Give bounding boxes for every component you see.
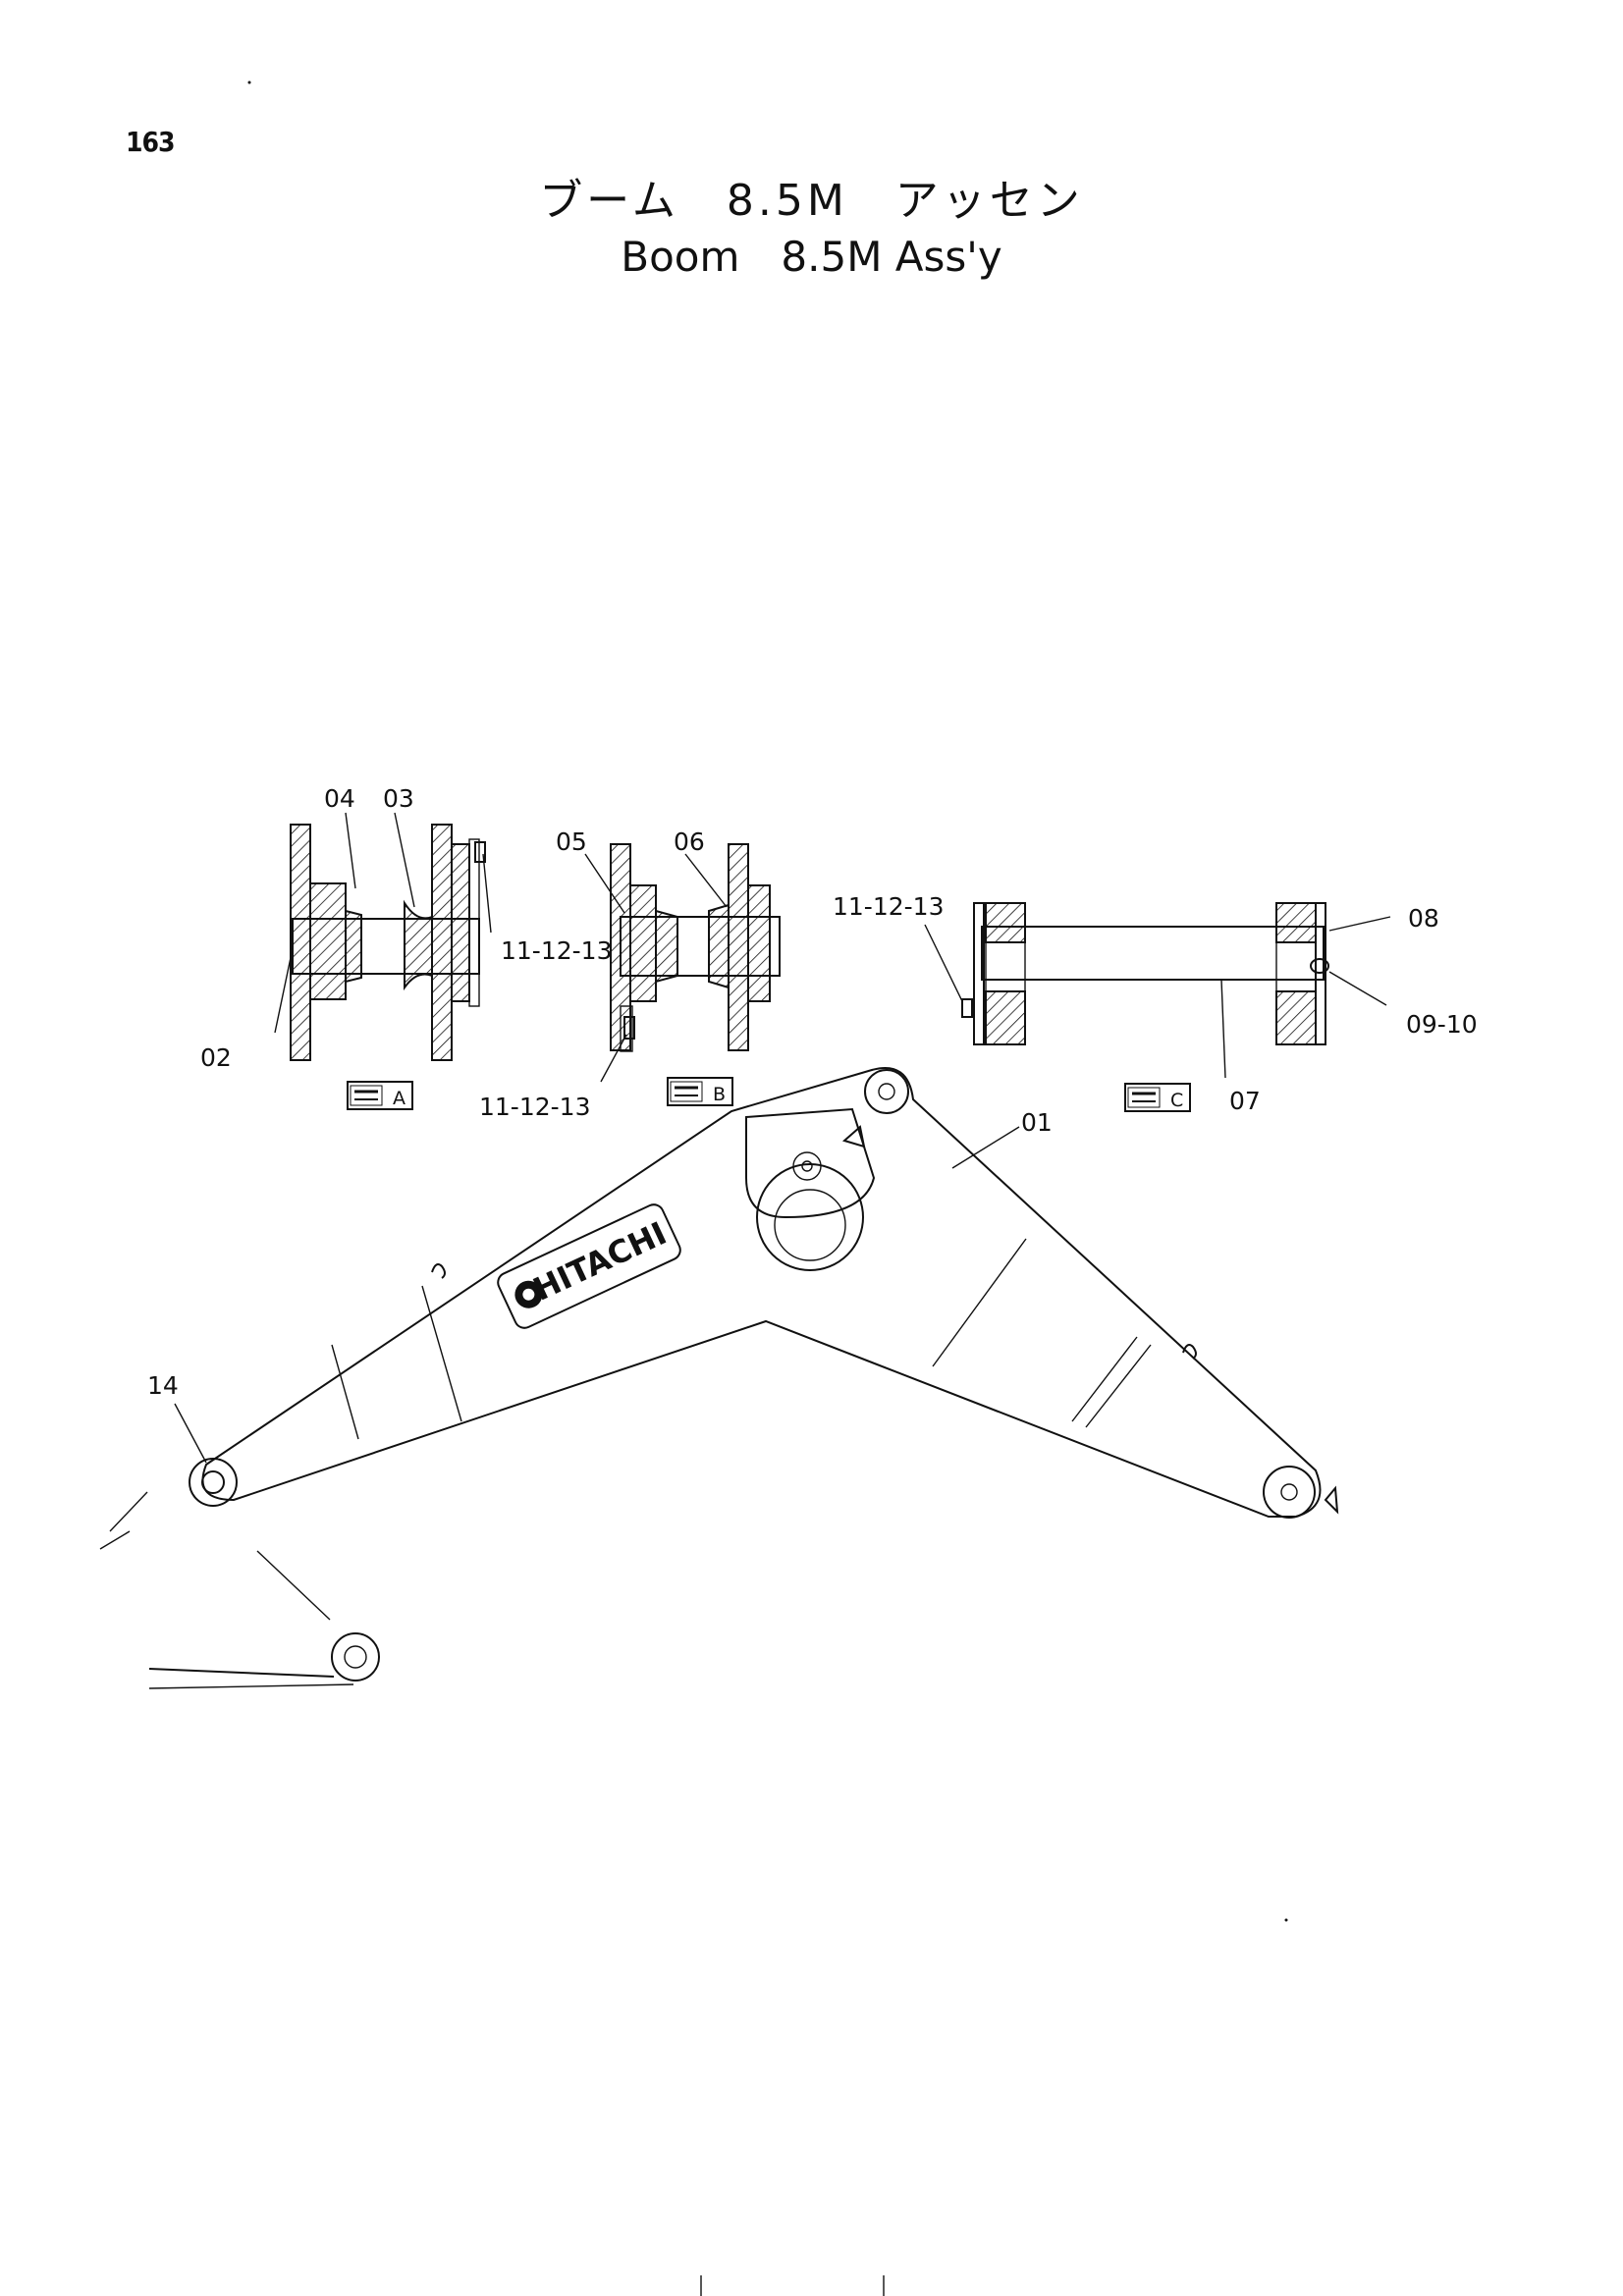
- callout-labels: 04 03 02 11-12-13 05 06 11-12-13 11-12-1…: [147, 784, 1478, 1400]
- callout-11-12-13-b: 11-12-13: [479, 1093, 590, 1121]
- callout-03: 03: [383, 784, 414, 813]
- title-japanese: ブーム 8.5M アッセン: [539, 176, 1084, 226]
- callout-07: 07: [1229, 1087, 1261, 1115]
- callout-01: 01: [1021, 1108, 1053, 1137]
- section-a-view: [290, 824, 486, 1061]
- callout-02: 02: [200, 1043, 232, 1072]
- callout-14: 14: [147, 1371, 179, 1400]
- callout-06: 06: [674, 828, 705, 856]
- callout-11-12-13-a: 11-12-13: [501, 936, 612, 965]
- section-tag-c: C: [1124, 1083, 1191, 1112]
- callout-04: 04: [324, 784, 355, 813]
- section-tag-b-label: B: [713, 1084, 726, 1105]
- leader-lines: [174, 812, 1391, 1464]
- callout-09-10: 09-10: [1406, 1010, 1478, 1039]
- page-number: 163: [126, 126, 176, 158]
- section-tag-a: A: [347, 1081, 413, 1110]
- callout-05: 05: [556, 828, 587, 856]
- callout-08: 08: [1408, 904, 1439, 933]
- boom-body: HITACHI: [189, 1067, 1339, 1519]
- hitachi-logo-plate: HITACHI: [497, 1203, 681, 1329]
- section-tag-c-label: C: [1170, 1090, 1183, 1111]
- section-tag-a-label: A: [393, 1088, 406, 1109]
- title-english: Boom 8.5M Ass'y: [621, 233, 1002, 281]
- scan-marks: [247, 80, 1288, 2296]
- section-b-view: [610, 843, 781, 1052]
- attached-arm-outline: [99, 1491, 380, 1689]
- section-tag-b: B: [667, 1077, 733, 1106]
- section-c-view: [961, 902, 1329, 1045]
- callout-11-12-13-c: 11-12-13: [833, 892, 944, 921]
